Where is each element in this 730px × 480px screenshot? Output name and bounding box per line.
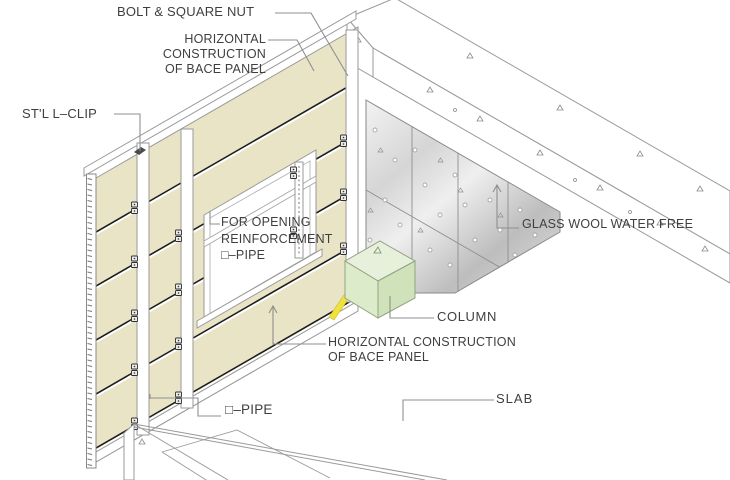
column-box — [344, 240, 417, 319]
leader-horizontal-construction-bottom — [268, 304, 326, 345]
label-horizontal-construction-top: HORIZONTAL CONSTRUCTION OF BACE PANEL — [162, 32, 266, 76]
square-pipe-left — [136, 142, 150, 436]
leader-opening-reinforcement — [209, 211, 220, 225]
leader-column — [389, 296, 434, 319]
beam-surface-marks — [354, 36, 709, 252]
label-bolt-square-nut: BOLT & SQUARE NUT — [117, 4, 255, 19]
panel-end-section — [86, 173, 97, 469]
window-opening — [196, 149, 323, 329]
upper-beam — [346, 0, 730, 284]
leader-slab — [402, 399, 494, 421]
floor-slab — [123, 422, 448, 480]
square-pipes — [136, 29, 359, 436]
opening-head-rail — [203, 175, 317, 248]
wall-top-rail — [83, 10, 357, 177]
label-column: COLUMN — [437, 309, 497, 324]
leader-stl-l-clip — [114, 113, 141, 151]
opening-sill-rail — [196, 248, 323, 329]
reinforcement-pipe — [294, 161, 304, 259]
label-pipe: □–PIPE — [225, 402, 273, 417]
label-opening-reinforcement: FOR OPENING REINFORCEMENT □–PIPE — [221, 215, 333, 262]
leader-bolt-square-nut — [275, 12, 349, 77]
leader-lines — [114, 12, 519, 421]
label-stl-l-clip: ST'L L–CLIP — [22, 106, 98, 121]
leader-pipe — [149, 394, 221, 417]
square-pipe-middle — [180, 128, 194, 409]
leader-horizontal-construction-top — [268, 39, 315, 72]
label-glass-wool: GLASS WOOL WATER FREE — [522, 217, 694, 231]
base-panel-wall — [83, 10, 359, 469]
label-slab: SLAB — [496, 391, 534, 406]
leader-glass-wool — [492, 183, 519, 229]
label-horizontal-construction-bottom: HORIZONTAL CONSTRUCTION OF BACE PANEL — [328, 335, 516, 364]
